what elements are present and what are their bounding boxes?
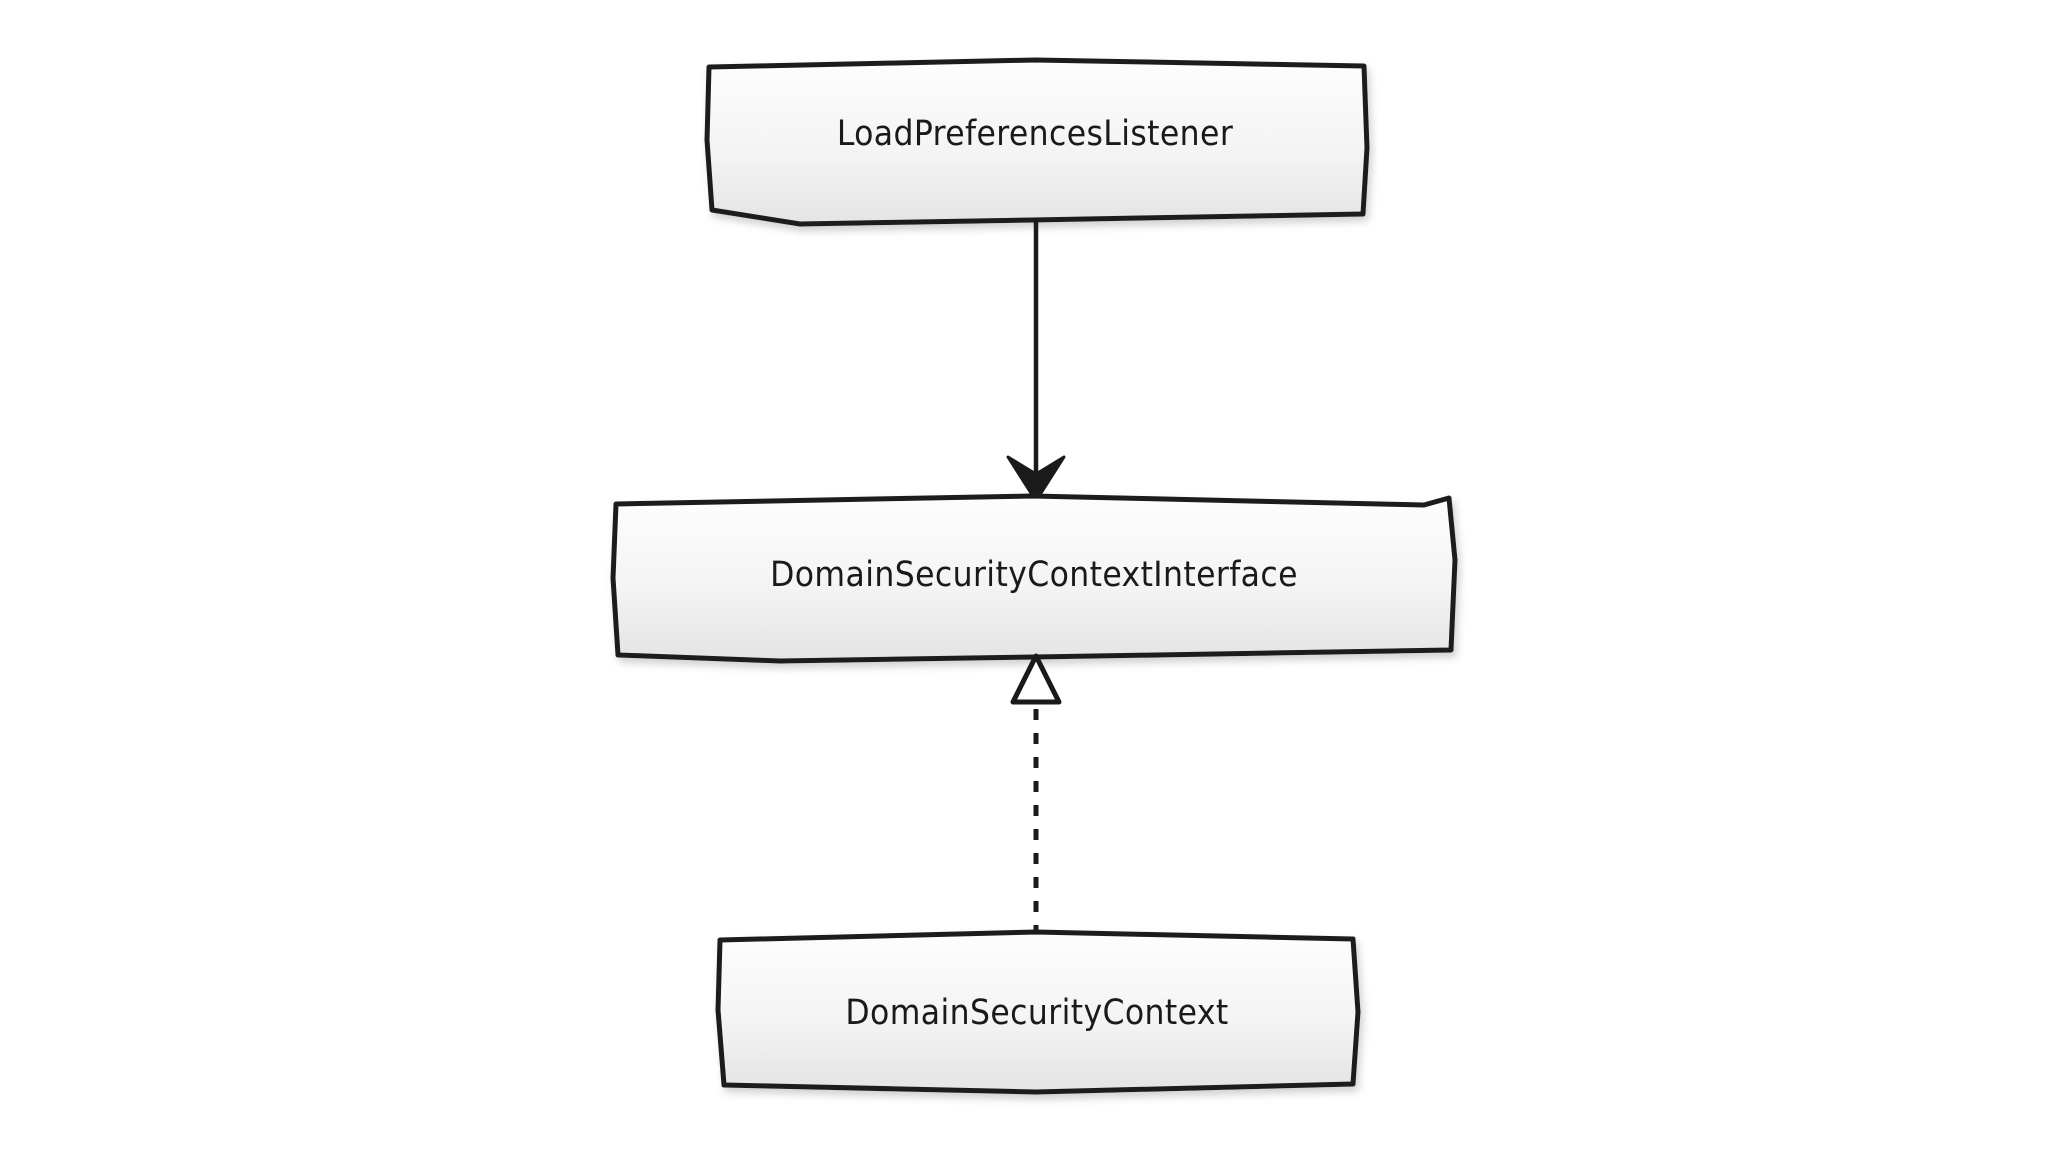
node-label-domain-security-context-interface: DomainSecurityContextInterface — [770, 555, 1298, 595]
node-shape — [704, 57, 1370, 227]
node-label-domain-security-context: DomainSecurityContext — [845, 993, 1229, 1033]
node-label-load-preferences-listener: LoadPreferencesListener — [836, 114, 1234, 154]
node-domain-security-context[interactable] — [715, 929, 1361, 1095]
node-domain-security-context-interface[interactable] — [610, 493, 1458, 664]
dependency-arrowhead — [1006, 455, 1066, 503]
realization-arrowhead — [1010, 653, 1062, 705]
node-load-preferences-listener[interactable] — [704, 57, 1370, 227]
node-shape — [610, 493, 1458, 664]
edge-realization-arrow — [1010, 653, 1062, 936]
edge-dependency-arrow — [1006, 218, 1066, 503]
node-shape — [715, 929, 1361, 1095]
